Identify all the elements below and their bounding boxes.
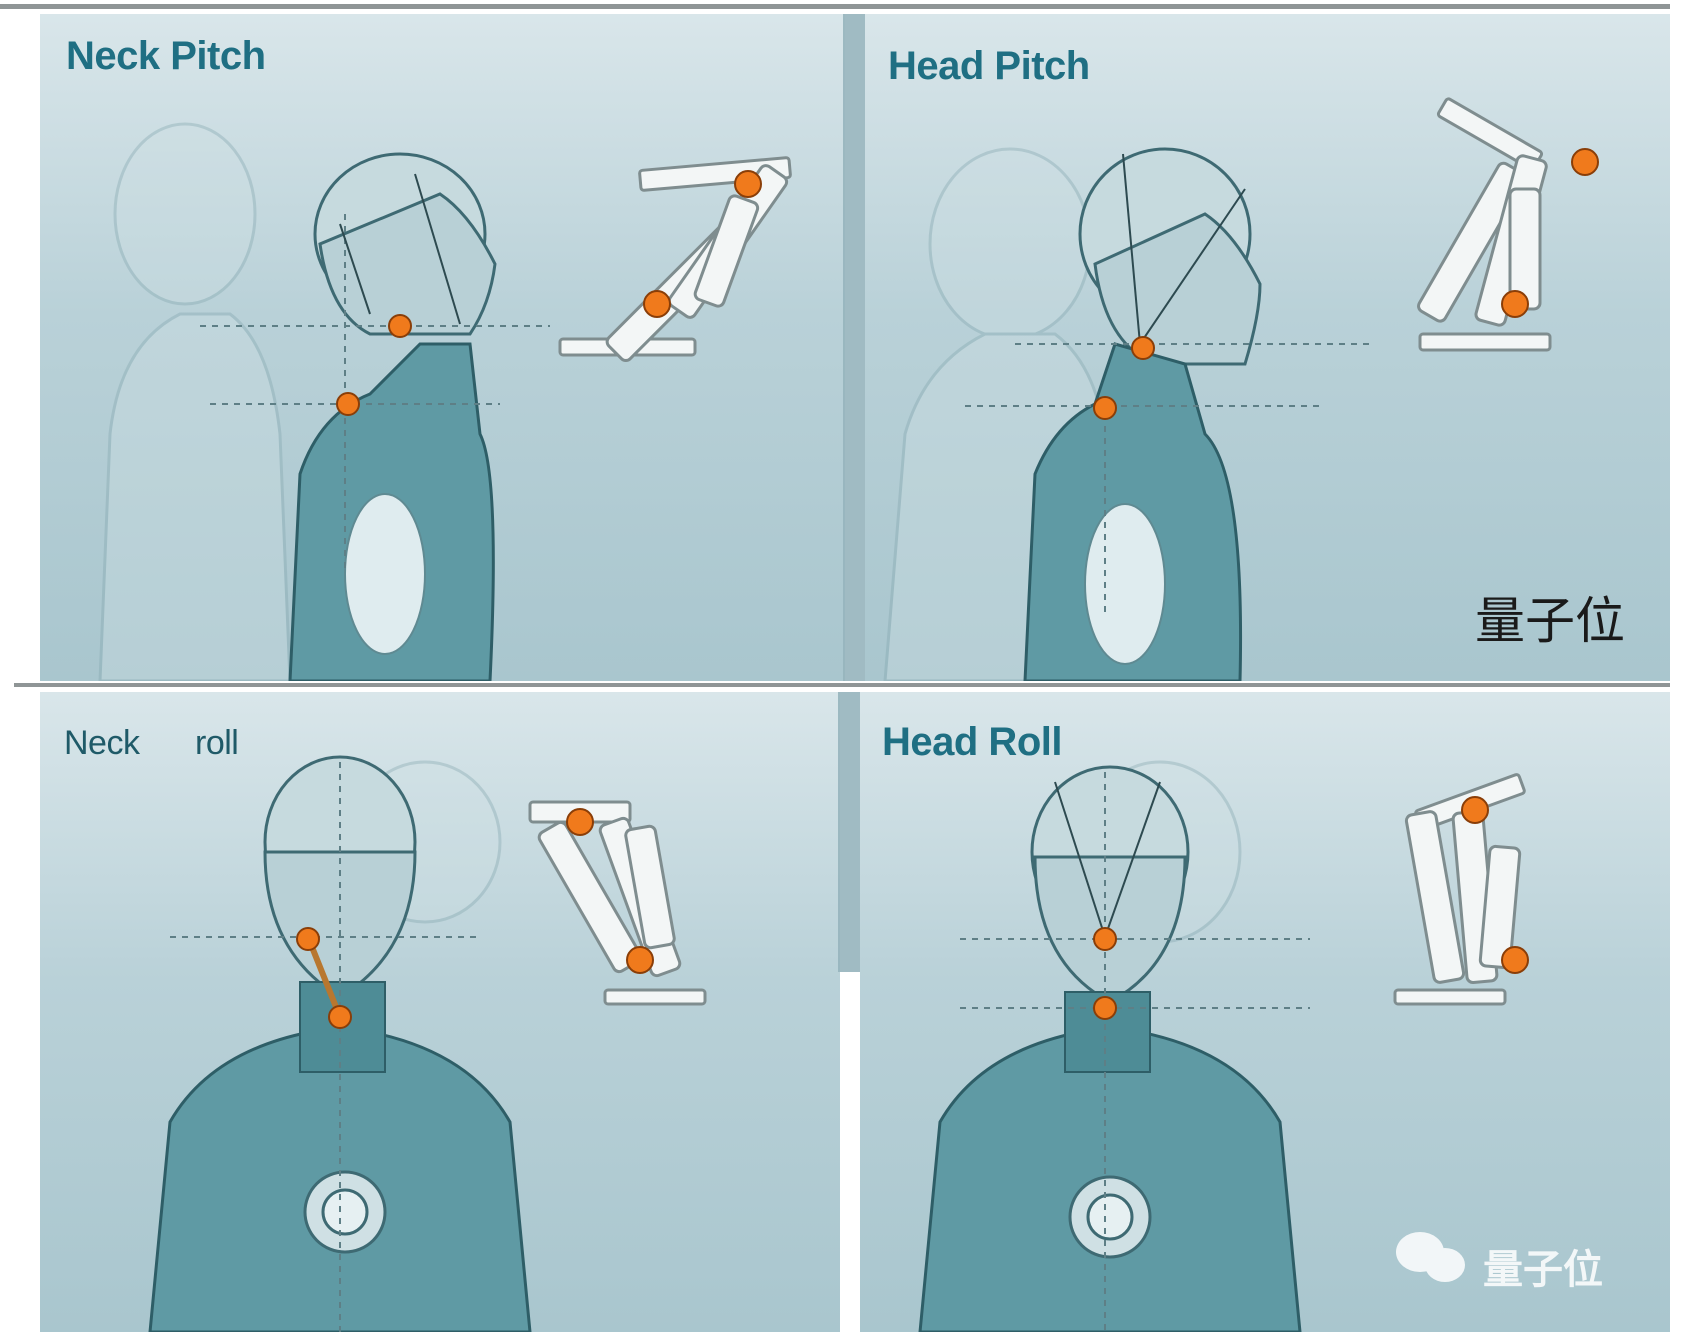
panel-title-neck-roll-part2: roll bbox=[195, 724, 238, 763]
panel-head-roll: Head Roll 量子位 bbox=[860, 692, 1670, 1332]
actuator-mechanism bbox=[1416, 98, 1550, 350]
panel-title-head-pitch: Head Pitch bbox=[888, 44, 1090, 89]
panel-neck-roll: Neck roll bbox=[40, 692, 840, 1332]
head-roll-illustration bbox=[860, 692, 1670, 1332]
joint-actuator-icon bbox=[337, 393, 359, 415]
panel-title-neck-roll-part1: Neck bbox=[64, 724, 139, 763]
joint-actuator-icon bbox=[627, 947, 653, 973]
joint-actuator-icon bbox=[735, 171, 761, 197]
joint-actuator-icon bbox=[329, 1006, 351, 1028]
joint-actuator-icon bbox=[1094, 997, 1116, 1019]
joint-actuator-icon bbox=[1572, 149, 1598, 175]
panel-title-neck-pitch: Neck Pitch bbox=[66, 34, 266, 79]
joint-actuator-icon bbox=[1462, 797, 1488, 823]
panel-head-pitch: Head Pitch 量子位 bbox=[865, 14, 1670, 681]
robot-head-front bbox=[265, 757, 415, 997]
joint-actuator-icon bbox=[1094, 397, 1116, 419]
middle-rule bbox=[14, 683, 1670, 687]
joint-actuator-icon bbox=[389, 315, 411, 337]
wechat-watermark: 量子位 bbox=[1483, 1237, 1603, 1295]
vertical-divider-top bbox=[843, 14, 865, 681]
wechat-icon bbox=[1396, 1232, 1465, 1282]
actuator-mechanism bbox=[530, 802, 705, 1004]
panel-title-head-roll: Head Roll bbox=[882, 720, 1062, 765]
top-rule bbox=[0, 4, 1670, 9]
brand-watermark: 量子位 bbox=[1475, 581, 1625, 653]
joint-actuator-icon bbox=[567, 809, 593, 835]
neck-roll-illustration bbox=[40, 692, 840, 1332]
joint-actuator-icon bbox=[644, 291, 670, 317]
robot-head-side bbox=[1080, 149, 1260, 364]
joint-actuator-icon bbox=[1502, 291, 1528, 317]
joint-actuator-icon bbox=[297, 928, 319, 950]
panel-neck-pitch: Neck Pitch bbox=[40, 14, 845, 681]
joint-actuator-icon bbox=[1094, 928, 1116, 950]
joint-actuator-icon bbox=[1502, 947, 1528, 973]
robot-head-side bbox=[315, 154, 495, 334]
robot-head-front bbox=[1032, 767, 1188, 1002]
vertical-divider-bottom bbox=[838, 692, 860, 972]
joint-actuator-icon bbox=[1132, 337, 1154, 359]
neck-pitch-illustration bbox=[40, 14, 845, 681]
